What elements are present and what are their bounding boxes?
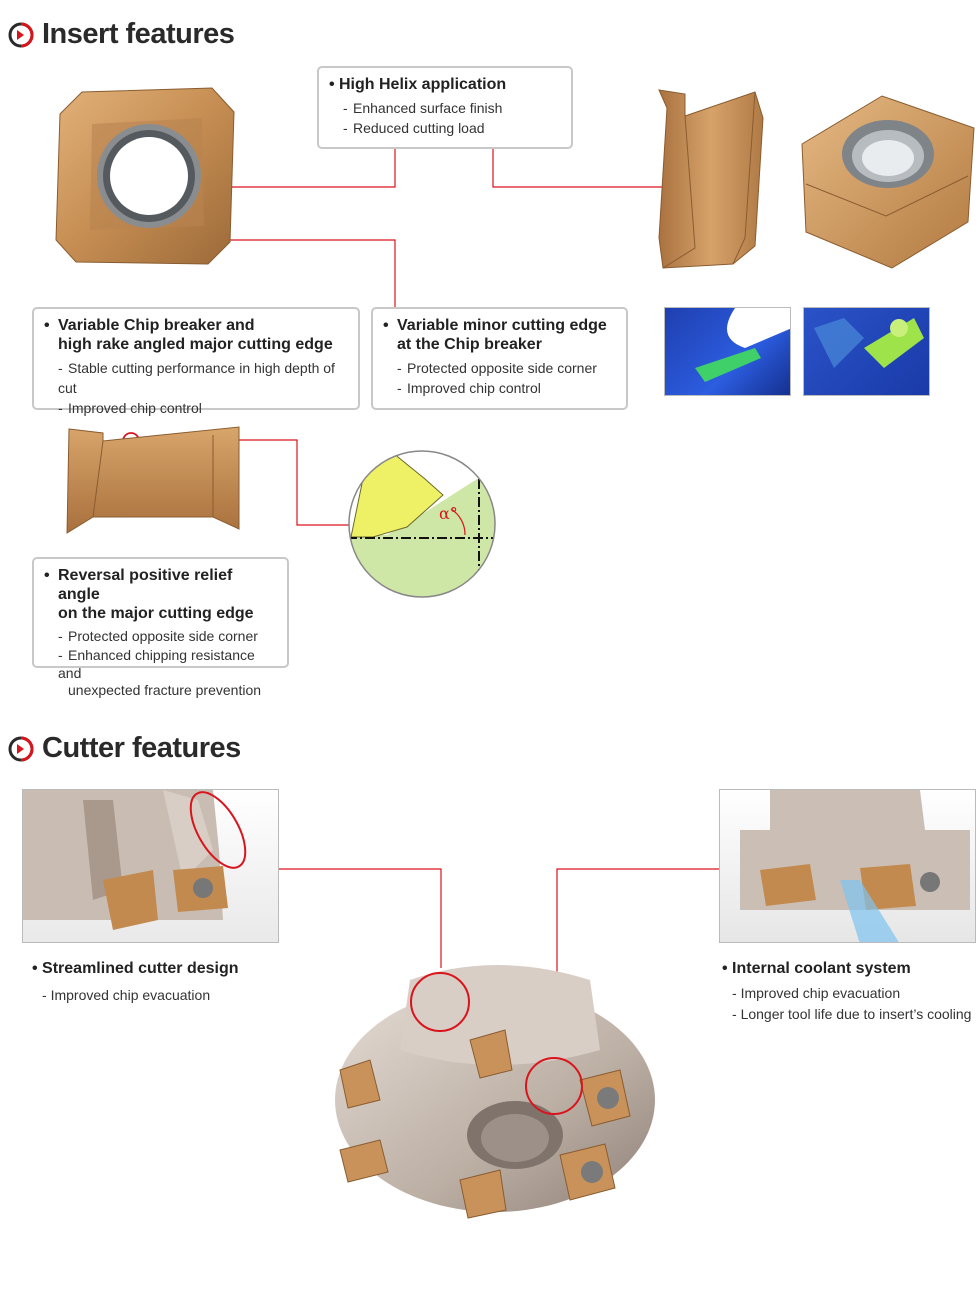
coolant-closeup-image <box>719 789 976 943</box>
coolant-heading: Internal coolant system <box>732 960 911 977</box>
simulation-image-1 <box>664 307 791 396</box>
coolant-item: Longer tool life due to insert’s cooling <box>740 1006 972 1022</box>
section-bullet-icon <box>8 22 34 47</box>
alpha-angle-label: α° <box>439 504 458 523</box>
insert-edge-view-image <box>66 426 240 534</box>
minor-edge-item: Improved chip control <box>407 380 541 396</box>
relief-item: Protected opposite side corner <box>68 628 258 644</box>
chip-breaker-item: Improved chip control <box>68 400 202 416</box>
streamlined-item: Improved chip evacuation <box>50 987 211 1003</box>
insert-3d-view-image <box>801 95 975 269</box>
cutter-features-title: Cutter features <box>42 732 241 764</box>
insert-features-header: Insert features <box>8 18 235 51</box>
streamlined-heading: Streamlined cutter design <box>42 960 239 977</box>
insert-top-view-image <box>55 87 235 265</box>
insert-features-title: Insert features <box>42 18 235 50</box>
relief-heading-line2: on the major cutting edge <box>58 605 254 622</box>
section-bullet-icon <box>8 736 34 761</box>
insert-side-view-image <box>658 89 764 269</box>
relief-heading-line1: Reversal positive relief angle <box>58 567 233 603</box>
chip-breaker-feature-box: • Variable Chip breaker and high rake an… <box>32 307 360 416</box>
milling-cutter-image <box>335 965 655 1219</box>
chip-breaker-heading-line1: Variable Chip breaker and <box>58 317 255 334</box>
helix-feature-item: Enhanced surface finish <box>353 100 503 116</box>
relief-angle-diagram: α° <box>348 450 496 598</box>
helix-feature-item: Reduced cutting load <box>353 120 485 136</box>
coolant-item: Improved chip evacuation <box>740 985 901 1001</box>
chip-breaker-item: Stable cutting performance in high depth… <box>58 360 335 396</box>
relief-feature-box: • Reversal positive relief angle on the … <box>32 557 289 698</box>
helix-feature-box: •High Helix application -Enhanced surfac… <box>317 66 573 149</box>
coolant-feature: • Internal coolant system - Improved chi… <box>722 960 972 1022</box>
cutter-features-header: Cutter features <box>8 732 241 765</box>
chip-breaker-heading-line2: high rake angled major cutting edge <box>58 336 333 353</box>
minor-edge-heading-line1: Variable minor cutting edge <box>397 317 607 334</box>
simulation-image-2 <box>803 307 930 396</box>
minor-edge-item: Protected opposite side corner <box>407 360 597 376</box>
streamlined-feature: • Streamlined cutter design - Improved c… <box>32 960 239 1003</box>
streamlined-closeup-image <box>22 789 279 943</box>
minor-edge-feature-box: • Variable minor cutting edge at the Chi… <box>371 307 628 410</box>
relief-item: unexpected fracture prevention <box>68 682 262 698</box>
helix-feature-heading: High Helix application <box>339 76 507 93</box>
relief-item: Enhanced chipping resistance and <box>58 647 255 681</box>
minor-edge-heading-line2: at the Chip breaker <box>397 336 542 353</box>
